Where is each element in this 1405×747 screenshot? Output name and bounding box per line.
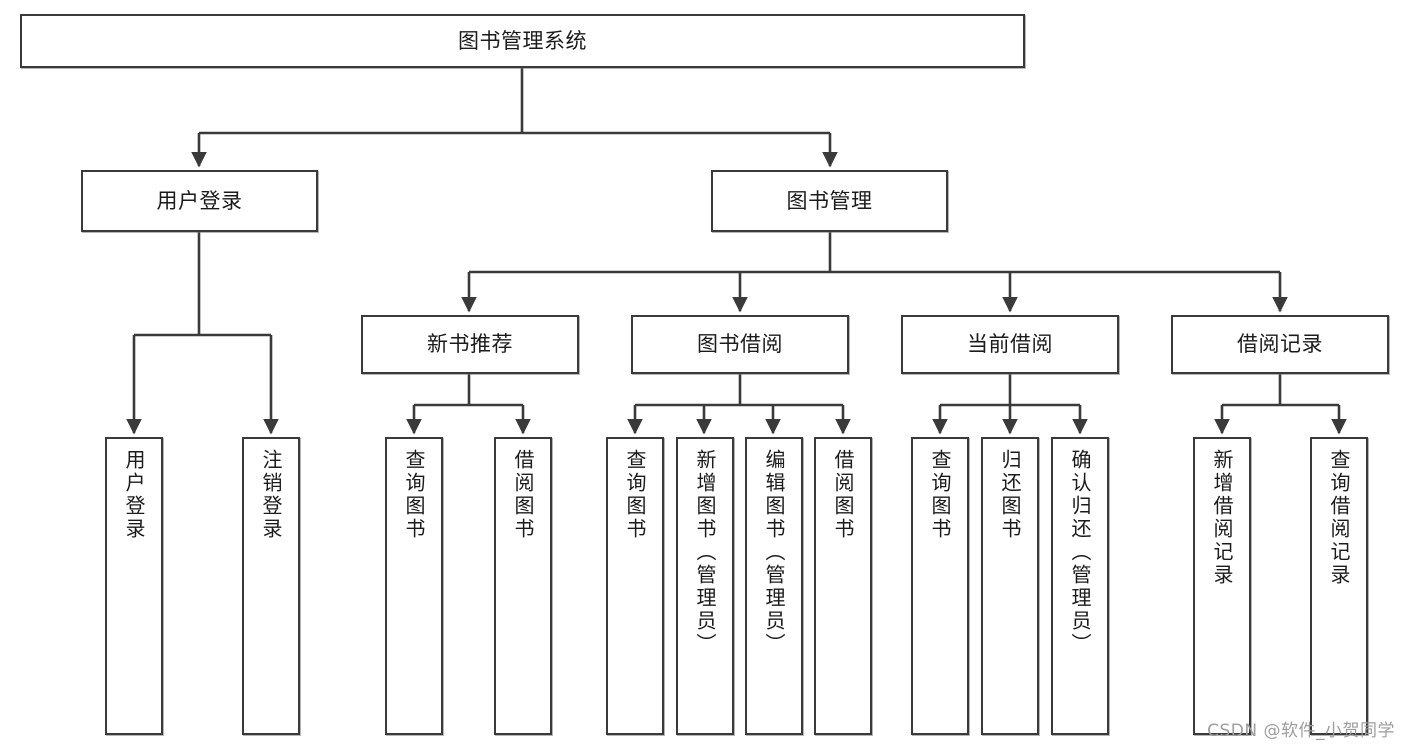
leaf-add-book-admin[interactable]: 新增图书（管理员） bbox=[676, 437, 734, 735]
leaf-query-book-borrow-label: 查询图书 bbox=[623, 449, 647, 541]
leaf-query-book-new-label: 查询图书 bbox=[402, 449, 426, 541]
node-user-login[interactable]: 用户登录 bbox=[81, 170, 318, 232]
leaf-borrow-book-new[interactable]: 借阅图书 bbox=[494, 437, 552, 735]
node-borrow-record-label: 借阅记录 bbox=[1237, 332, 1323, 357]
leaf-user-logout-label: 注销登录 bbox=[259, 449, 283, 541]
leaf-borrow-book-borrow-label: 借阅图书 bbox=[831, 449, 855, 541]
leaf-edit-book-admin-label: 编辑图书（管理员） bbox=[762, 449, 786, 656]
node-current-borrow[interactable]: 当前借阅 bbox=[901, 315, 1119, 374]
leaf-confirm-return-admin[interactable]: 确认归还（管理员） bbox=[1051, 437, 1109, 735]
leaf-return-book[interactable]: 归还图书 bbox=[981, 437, 1039, 735]
leaf-borrow-book-new-label: 借阅图书 bbox=[511, 449, 535, 541]
leaf-borrow-book-borrow[interactable]: 借阅图书 bbox=[814, 437, 872, 735]
node-current-borrow-label: 当前借阅 bbox=[967, 332, 1053, 357]
node-borrow-record[interactable]: 借阅记录 bbox=[1171, 315, 1389, 374]
leaf-user-login-label: 用户登录 bbox=[122, 449, 146, 541]
node-root[interactable]: 图书管理系统 bbox=[20, 14, 1025, 68]
leaf-add-borrow-record-label: 新增借阅记录 bbox=[1210, 449, 1234, 587]
leaf-confirm-return-admin-label: 确认归还（管理员） bbox=[1068, 449, 1092, 656]
leaf-query-book-borrow[interactable]: 查询图书 bbox=[606, 437, 664, 735]
node-root-label: 图书管理系统 bbox=[458, 28, 587, 53]
leaf-return-book-label: 归还图书 bbox=[998, 449, 1022, 541]
leaf-query-book-current-label: 查询图书 bbox=[928, 449, 952, 541]
leaf-add-book-admin-label: 新增图书（管理员） bbox=[693, 449, 717, 656]
leaf-query-book-new[interactable]: 查询图书 bbox=[385, 437, 443, 735]
leaf-query-borrow-record-label: 查询借阅记录 bbox=[1327, 449, 1351, 587]
leaf-user-login[interactable]: 用户登录 bbox=[105, 437, 163, 735]
node-new-book-recommend[interactable]: 新书推荐 bbox=[361, 315, 579, 374]
node-book-borrow-label: 图书借阅 bbox=[697, 332, 783, 357]
csdn-watermark: CSDN @软件_小贺同学 bbox=[1207, 721, 1395, 741]
leaf-add-borrow-record[interactable]: 新增借阅记录 bbox=[1193, 437, 1251, 735]
leaf-query-book-current[interactable]: 查询图书 bbox=[911, 437, 969, 735]
leaf-query-borrow-record[interactable]: 查询借阅记录 bbox=[1310, 437, 1368, 735]
leaf-user-logout[interactable]: 注销登录 bbox=[242, 437, 300, 735]
node-new-book-recommend-label: 新书推荐 bbox=[427, 332, 513, 357]
node-book-management[interactable]: 图书管理 bbox=[711, 170, 948, 232]
node-book-management-label: 图书管理 bbox=[786, 188, 873, 213]
node-book-borrow[interactable]: 图书借阅 bbox=[631, 315, 849, 374]
node-user-login-label: 用户登录 bbox=[156, 188, 243, 213]
leaf-edit-book-admin[interactable]: 编辑图书（管理员） bbox=[745, 437, 803, 735]
